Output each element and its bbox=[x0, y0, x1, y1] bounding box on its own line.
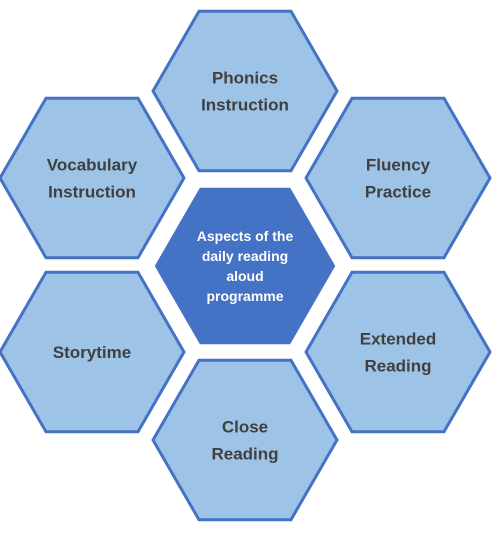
extended-reading-label-line: Extended bbox=[360, 330, 437, 349]
storytime-label-line: Storytime bbox=[53, 343, 131, 362]
phonics-instruction-shape bbox=[151, 9, 339, 173]
outer-hexagons: PhonicsInstructionFluencyPracticeExtende… bbox=[0, 9, 492, 522]
center-aspects-label-line: aloud bbox=[226, 268, 263, 284]
fluency-practice-shape bbox=[304, 96, 492, 260]
center-aspects-hexagon: Aspects of the daily reading aloud programm… bbox=[151, 184, 339, 348]
center-aspects-label-line: daily reading bbox=[202, 248, 288, 264]
close-reading-shape bbox=[151, 358, 339, 522]
fluency-practice-label-line: Practice bbox=[365, 183, 431, 202]
phonics-instruction-label-line: Phonics bbox=[212, 69, 278, 88]
center-aspects-shape bbox=[151, 184, 339, 348]
center-aspects-label-line: programme bbox=[206, 288, 283, 304]
fluency-practice-label-line: Fluency bbox=[366, 156, 431, 175]
vocabulary-instruction-shape bbox=[0, 96, 186, 260]
center-aspects-label-line: Aspects of the bbox=[197, 228, 294, 244]
storytime-shape bbox=[0, 270, 186, 434]
storytime-hexagon: Storytime bbox=[0, 270, 186, 434]
extended-reading-label-line: Reading bbox=[364, 357, 431, 376]
phonics-instruction-label-line: Instruction bbox=[201, 96, 289, 115]
vocabulary-instruction-label-line: Vocabulary bbox=[47, 156, 138, 175]
extended-reading-shape bbox=[304, 270, 492, 434]
close-reading-label-line: Reading bbox=[211, 445, 278, 464]
close-reading-label-line: Close bbox=[222, 418, 268, 437]
center-hexagon-group: Aspects of the daily reading aloud programm… bbox=[151, 184, 339, 348]
vocabulary-instruction-label-line: Instruction bbox=[48, 183, 136, 202]
